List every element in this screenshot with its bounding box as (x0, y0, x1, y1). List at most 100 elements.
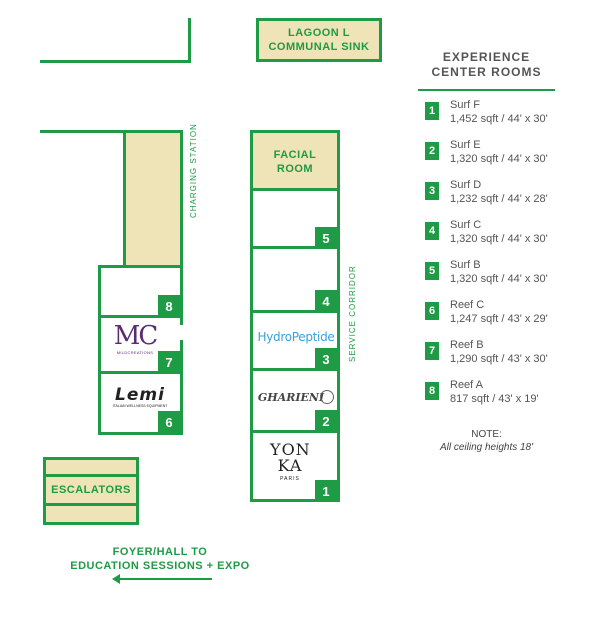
legend-row[interactable]: 6 Reef C 1,247 sqft / 43' x 29' (425, 299, 565, 329)
lagoon-label-1: LAGOON L (287, 27, 351, 39)
wall-left-rooms-bottom (98, 432, 183, 435)
legend-room-name: Reef B (450, 339, 484, 351)
foyer-label-1: FOYER/HALL TO (112, 546, 208, 558)
legend-note-title: NOTE: (471, 429, 502, 440)
legend-room-dims: 1,232 sqft / 44' x 28' (450, 193, 548, 205)
legend-room-name: Surf E (450, 139, 481, 151)
service-corridor-label: SERVICE CORRIDOR (348, 265, 357, 362)
lagoon-communal-sink: LAGOON L COMMUNAL SINK (256, 18, 382, 62)
lemi-logo-text: Lemi (115, 385, 165, 405)
legend-row[interactable]: 5 Surf B 1,320 sqft / 44' x 30' (425, 259, 565, 289)
legend-row[interactable]: 2 Surf E 1,320 sqft / 44' x 30' (425, 139, 565, 169)
room-number-2[interactable]: 2 (315, 410, 337, 432)
wall-room7-bottom (98, 371, 183, 374)
wall-room5-bottom (250, 246, 340, 249)
wall-escalators-right (136, 457, 139, 525)
wall-top-left-horizontal (40, 60, 191, 63)
escalators-label: ESCALATORS (51, 484, 131, 496)
legend-room-dims: 1,320 sqft / 44' x 30' (450, 273, 548, 285)
wall-left-corridor-left (123, 133, 126, 265)
legend-room-number: 6 (425, 302, 439, 320)
legend-room-dims: 1,290 sqft / 43' x 30' (450, 353, 548, 365)
room-number-1[interactable]: 1 (315, 480, 337, 502)
legend-note-text: All ceiling heights 18' (439, 442, 534, 453)
wall-right-right (337, 130, 340, 502)
wall-left-corridor-right (180, 133, 183, 325)
room-number-4[interactable]: 4 (315, 290, 337, 312)
mc-logo-text: MC (113, 321, 159, 351)
legend-title: EXPERIENCE CENTER ROOMS (418, 50, 555, 80)
legend-row[interactable]: 3 Surf D 1,232 sqft / 44' x 28' (425, 179, 565, 209)
foyer-label-2: EDUCATION SESSIONS + EXPO (70, 560, 250, 572)
wall-room2-bottom (250, 430, 340, 433)
wall-left-top (40, 130, 183, 133)
legend-room-dims: 817 sqft / 43' x 19' (450, 393, 539, 405)
legend-room-number: 4 (425, 222, 439, 240)
wall-escalators-top (43, 457, 139, 460)
wall-right-left (250, 130, 253, 502)
wall-escalators-left (43, 457, 46, 525)
legend-room-number: 2 (425, 142, 439, 160)
wall-room3-bottom (250, 368, 340, 371)
legend-room-dims: 1,320 sqft / 44' x 30' (450, 153, 548, 165)
wall-escalators-bottom (43, 522, 139, 525)
room-number-8[interactable]: 8 (158, 295, 180, 317)
legend-room-dims: 1,452 sqft / 44' x 30' (450, 113, 548, 125)
wall-right-bottom (250, 499, 340, 502)
legend-room-number: 5 (425, 262, 439, 280)
room-number-5[interactable]: 5 (315, 227, 337, 249)
wall-room8-bottom (98, 315, 183, 318)
legend-room-name: Reef C (450, 299, 485, 311)
charging-station-label: CHARGING STATION (189, 123, 198, 218)
legend-row[interactable]: 1 Surf F 1,452 sqft / 44' x 30' (425, 99, 565, 129)
yonka-logo-subtext: PARIS (280, 476, 300, 482)
legend-room-name: Surf C (450, 219, 482, 231)
mc-logo-subtext: MILDCREATIONS (116, 350, 154, 355)
legend-row[interactable]: 4 Surf C 1,320 sqft / 44' x 30' (425, 219, 565, 249)
legend-note: NOTE: All ceiling heights 18' (418, 428, 555, 454)
lemi-logo: Lemi ITALIAN WELLNESS EQUIPMENT (104, 386, 176, 412)
lagoon-label-2: COMMUNAL SINK (268, 41, 370, 53)
facial-label-1: FACIAL (273, 149, 317, 161)
foyer-label: FOYER/HALL TO EDUCATION SESSIONS + EXPO (60, 545, 260, 573)
wall-facial-bottom (250, 188, 340, 191)
left-corridor-area (125, 133, 180, 265)
legend-room-name: Reef A (450, 379, 484, 391)
legend-room-name: Surf F (450, 99, 480, 111)
facial-room-area (253, 133, 337, 188)
room-number-6[interactable]: 6 (158, 411, 180, 433)
wall-left-rooms-left (98, 265, 101, 435)
wall-escalators-line2 (43, 503, 139, 506)
facial-label-2: ROOM (276, 163, 314, 175)
legend-title-2: CENTER ROOMS (431, 65, 542, 79)
escalators-area (45, 457, 137, 523)
yonka-logo-text: YON KA (270, 440, 311, 475)
legend-room-number: 1 (425, 102, 439, 120)
wall-left-rooms-top (98, 265, 183, 268)
legend-room-dims: 1,247 sqft / 43' x 29' (450, 313, 548, 325)
wall-top-left-vertical (188, 18, 191, 63)
legend-divider (418, 89, 555, 91)
legend-title-1: EXPERIENCE (442, 50, 531, 64)
wall-room4-bottom (250, 310, 340, 313)
lemi-logo-subtext: ITALIAN WELLNESS EQUIPMENT (112, 404, 168, 408)
legend-room-number: 7 (425, 342, 439, 360)
gharieni-logo-text: GHARIENI (257, 390, 325, 404)
mc-logo: MC MILDCREATIONS (110, 322, 160, 362)
legend-room-name: Surf D (450, 179, 482, 191)
legend-room-number: 3 (425, 182, 439, 200)
wall-right-top (250, 130, 340, 133)
legend-room-name: Surf B (450, 259, 481, 271)
hydropeptide-logo: HydroPeptide (257, 330, 335, 344)
room-number-3[interactable]: 3 (315, 348, 337, 370)
legend-room-dims: 1,320 sqft / 44' x 30' (450, 233, 548, 245)
room-number-7[interactable]: 7 (158, 351, 180, 373)
legend-row[interactable]: 8 Reef A 817 sqft / 43' x 19' (425, 379, 565, 409)
legend-row[interactable]: 7 Reef B 1,290 sqft / 43' x 30' (425, 339, 565, 369)
yonka-logo: YON KA PARIS (260, 440, 320, 483)
gharieni-swirl-icon (320, 390, 335, 404)
gharieni-logo: GHARIENI (256, 386, 336, 408)
wall-left-rooms-right-lower (180, 340, 183, 435)
facial-room-label: FACIAL ROOM (253, 148, 337, 176)
legend-room-number: 8 (425, 382, 439, 400)
